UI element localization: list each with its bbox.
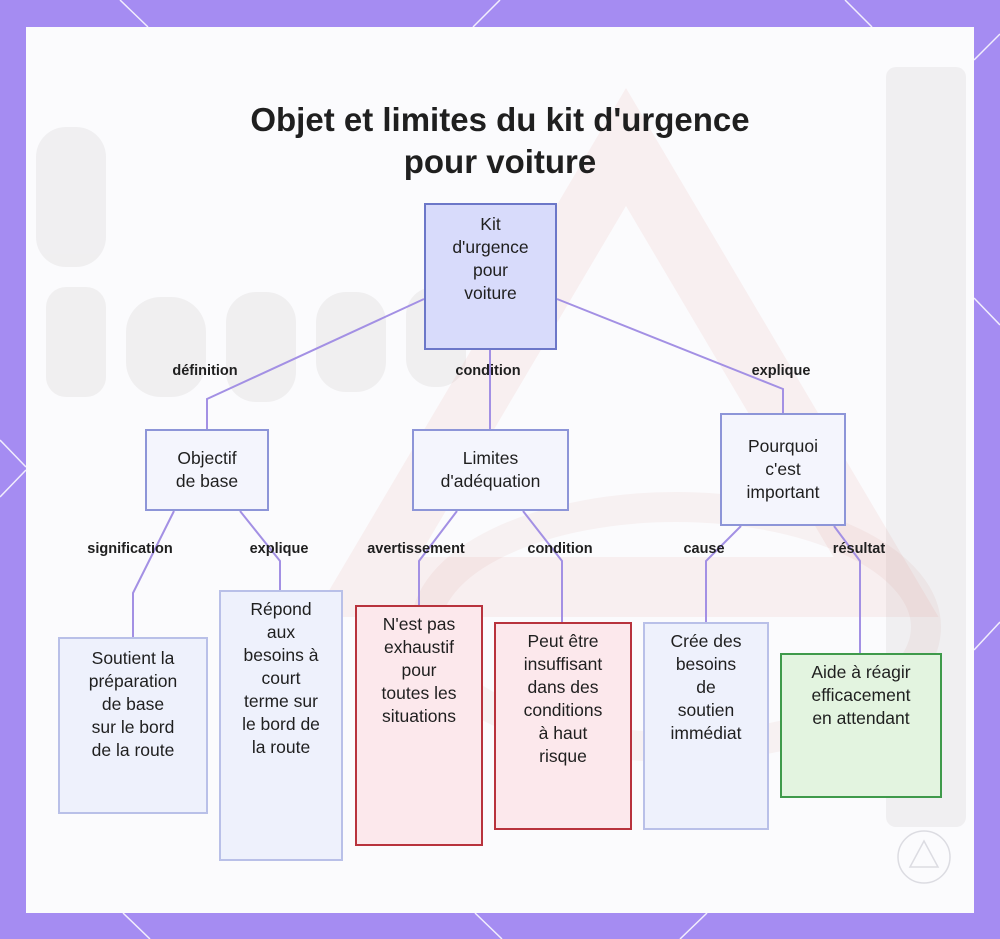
node-repond-besoins: Répond aux besoins à court terme sur le … (219, 590, 343, 861)
node-kit-urgence-label: Kit d'urgence pour voiture (452, 214, 529, 303)
edge-label-signification: signification (87, 541, 173, 557)
node-objectif-de-base: Objectif de base (145, 429, 269, 511)
edge-label-resultat: résultat (832, 541, 886, 557)
edge-objectif-soutient (132, 510, 175, 637)
edge-root-pourquoi (556, 298, 784, 413)
edge-root-objectif (206, 298, 425, 429)
connector-lines (132, 298, 861, 653)
node-cree-besoins: Crée des besoins de soutien immédiat (643, 622, 769, 830)
edge-label-condition: condition (455, 363, 521, 379)
node-pourquoi-important: Pourquoi c'est important (720, 413, 846, 526)
node-aide-reagir: Aide à réagir efficacement en attendant (780, 653, 942, 798)
faded-background-image (36, 67, 966, 827)
node-pourquoi-important-label: Pourquoi c'est important (746, 436, 820, 502)
diagram-title: Objet et limites du kit d'urgence pour v… (250, 101, 750, 180)
node-soutient-preparation: Soutient la préparation de base sur le b… (58, 637, 208, 814)
node-limites-adequation-label: Limites d'adéquation (440, 448, 541, 491)
node-peut-etre-insuffisant: Peut être insuffisant dans des condition… (494, 622, 632, 830)
edge-label-cause: cause (683, 541, 725, 557)
node-limites-adequation: Limites d'adéquation (412, 429, 569, 511)
node-pas-exhaustif-label: N'est pas exhaustif pour toutes les situ… (381, 614, 457, 726)
edge-label-definition: définition (172, 363, 238, 379)
edge-label-condition: condition (527, 541, 593, 557)
node-peut-etre-insuffisant-label: Peut être insuffisant dans des condition… (523, 631, 603, 766)
diagram-card: Objet et limites du kit d'urgence pour v… (26, 27, 974, 913)
node-aide-reagir-label: Aide à réagir efficacement en attendant (811, 662, 911, 728)
watermark-logo (897, 830, 951, 884)
edge-label-explique: explique (751, 363, 811, 379)
node-pas-exhaustif: N'est pas exhaustif pour toutes les situ… (355, 605, 483, 846)
node-soutient-preparation-label: Soutient la préparation de base sur le b… (88, 648, 178, 760)
edge-pourquoi-cree (705, 525, 742, 622)
node-cree-besoins-label: Crée des besoins de soutien immédiat (670, 631, 742, 743)
edge-limites-insuffisant (522, 510, 563, 622)
node-kit-urgence: Kit d'urgence pour voiture (424, 203, 557, 350)
edge-limites-exhaustif (418, 510, 458, 605)
node-objectif-de-base-label: Objectif de base (175, 448, 239, 491)
edge-objectif-repond (239, 510, 281, 590)
edge-pourquoi-aide (833, 525, 861, 653)
edge-label-explique: explique (249, 541, 309, 557)
edge-label-avertissement: avertissement (367, 541, 465, 557)
node-repond-besoins-label: Répond aux besoins à court terme sur le … (242, 599, 320, 757)
